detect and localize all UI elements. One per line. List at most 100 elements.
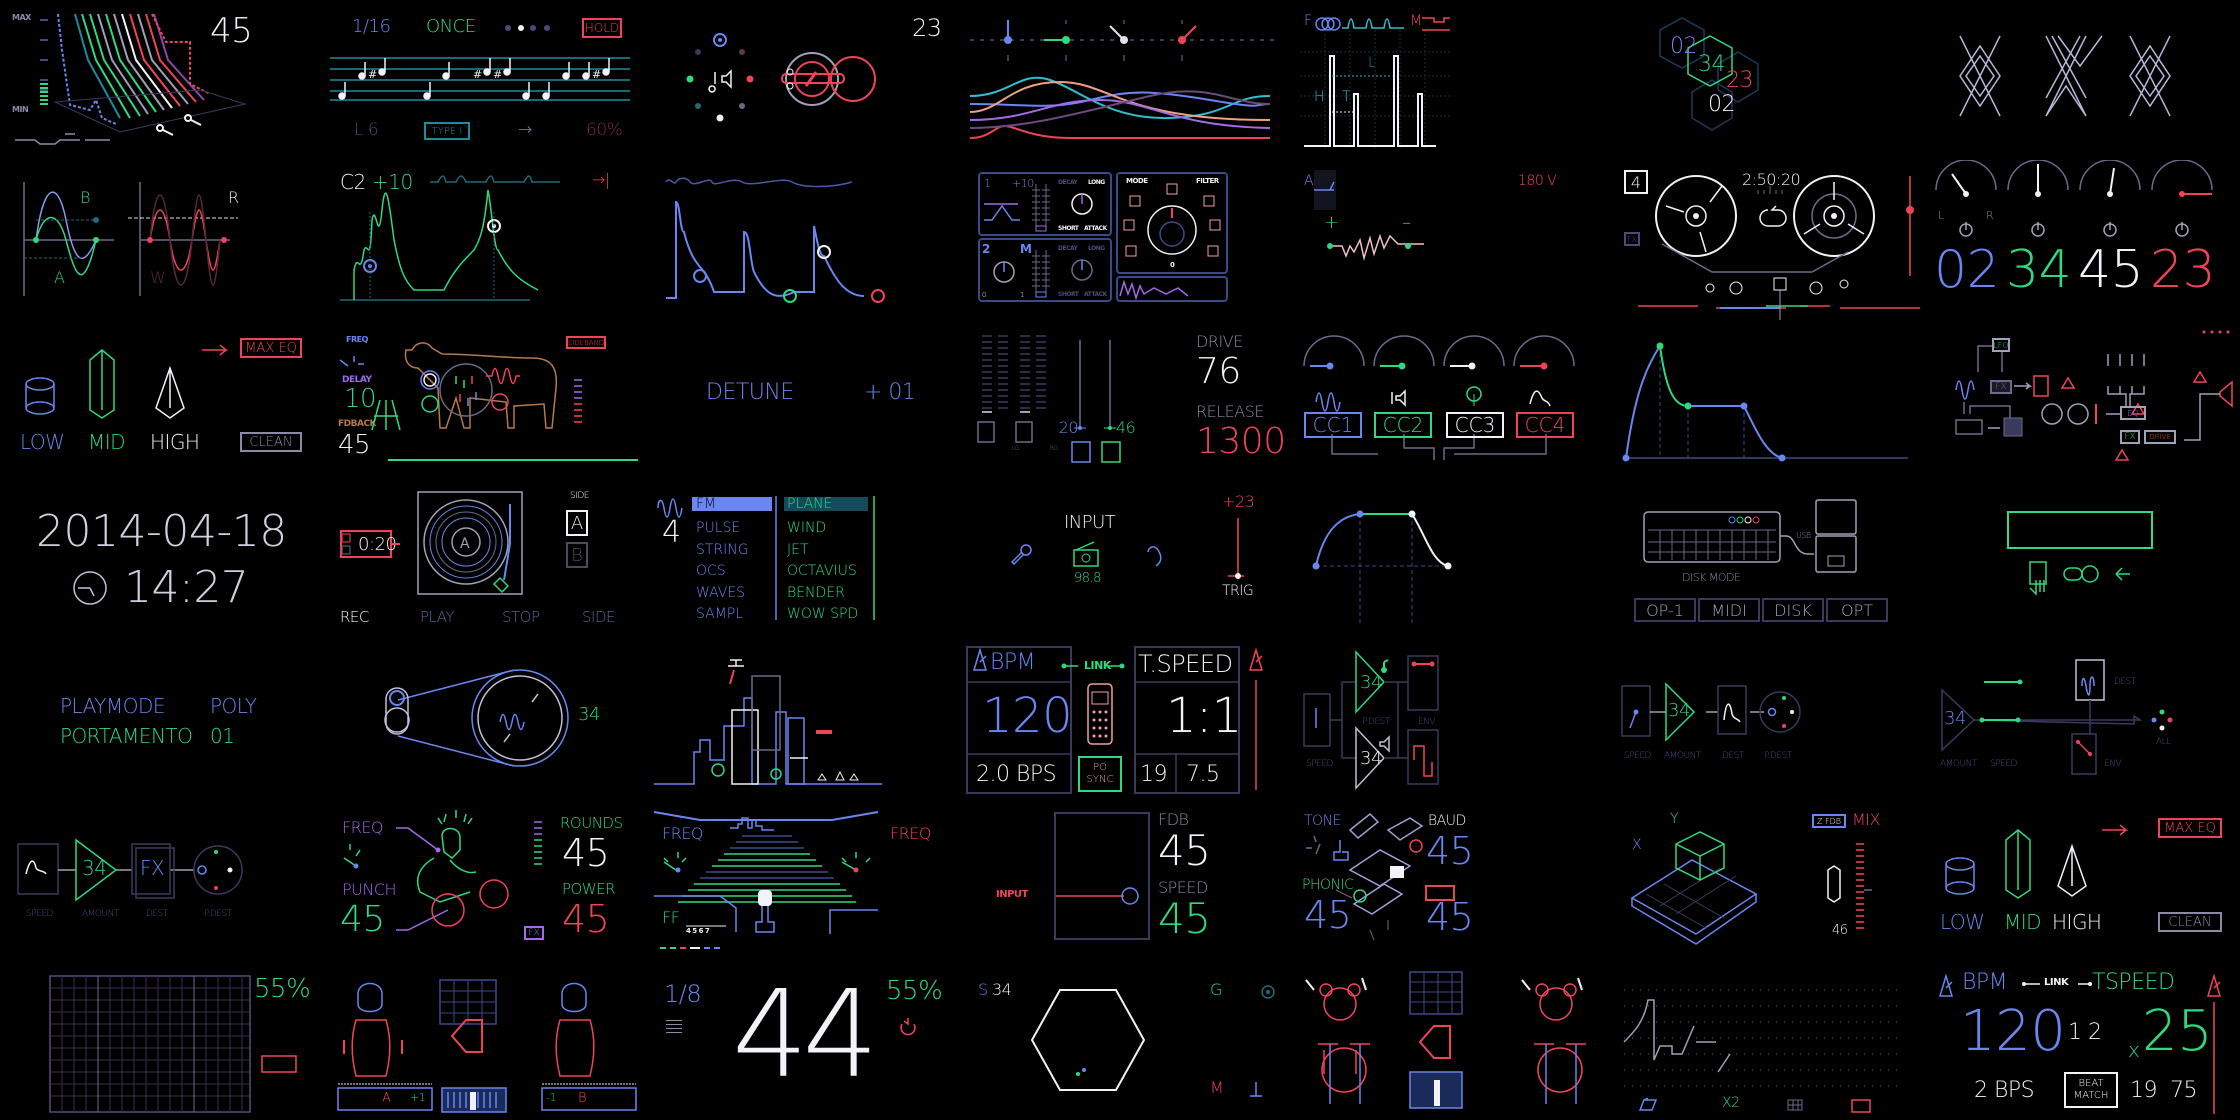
lfo-tree-tile[interactable]: 34 AMOUNT SPEED DEST ENV ALL	[1930, 640, 2240, 800]
engine-item-fm[interactable]: FM	[696, 496, 717, 512]
x2-button[interactable]: X2	[1722, 1095, 1740, 1111]
dual-amp-env-tile[interactable]: 34 34 SPEED P.DEST ENV	[1300, 640, 1620, 800]
lfo-box[interactable]: LFO	[1992, 338, 2010, 352]
cassette-insert-tile[interactable]	[1930, 480, 2240, 640]
tab-midi[interactable]: MIDI	[1698, 598, 1760, 622]
x-pattern-tile[interactable]	[1930, 0, 2240, 160]
po-sync-button[interactable]: PO SYNC	[1078, 756, 1122, 792]
waves-tile[interactable]: B A R W	[0, 160, 320, 320]
input-select-tile[interactable]: INPUT 98.8 +23 TRIG	[970, 480, 1290, 640]
adsr-envelope-tile[interactable]	[1610, 320, 1930, 480]
mid-label[interactable]: MID	[88, 430, 126, 454]
pulse-width-tile[interactable]: F M H T L	[1300, 0, 1620, 160]
drive-release-tile[interactable]: LG RG 20 46 DRIVE 76 RELEASE 1300	[970, 320, 1290, 480]
synth-engine-list-tile[interactable]: 4 FM PULSE STRING OCS WAVES SAMPL PLANE …	[650, 480, 970, 640]
high-label[interactable]: HIGH	[2052, 910, 2102, 934]
asr-curve-tile[interactable]	[1300, 480, 1620, 640]
step-grid-tile[interactable]: 55%	[0, 960, 320, 1120]
tab-op1[interactable]: OP-1	[1634, 598, 1696, 622]
preset-item-bender[interactable]: BENDER	[787, 584, 845, 601]
detune-tile[interactable]: DETUNE + 01	[660, 320, 980, 480]
side-button[interactable]: SIDE	[582, 608, 615, 626]
hex-cubes-tile[interactable]: 02 34 02 23	[1630, 0, 1950, 160]
shape-editor-tile[interactable]: X2	[1620, 960, 1940, 1120]
sequencer-tile[interactable]: 1/16 ONCE HOLD #### L 6 TYPE I → 60%	[330, 0, 650, 160]
playmode-tile[interactable]: PLAYMODE POLY PORTAMENTO 01	[0, 640, 320, 800]
low-label[interactable]: LOW	[20, 430, 65, 454]
fx-box[interactable]: FX	[1990, 380, 2012, 394]
lfo-wave-panel[interactable]	[1116, 276, 1228, 302]
spectrum-tile[interactable]: MAX MIN 45	[0, 0, 320, 160]
disk-mode-tile[interactable]: USB DISK MODE OP-1 MIDI DISK OPT	[1620, 480, 1940, 640]
fx-button[interactable]: FX	[1624, 232, 1640, 246]
direction-arrow-icon[interactable]: →	[518, 120, 532, 140]
dj-crossfade-tile[interactable]: A +1 -1 B	[330, 960, 650, 1120]
eq-tile-2[interactable]: LOW MID HIGH MAX EQ CLEAN	[1930, 800, 2240, 960]
rec-timer-box[interactable]	[340, 530, 392, 558]
preset-item-wind[interactable]: WIND	[787, 520, 827, 536]
engine-item-ocs[interactable]: OCS	[696, 563, 726, 579]
lfo-fx-chain-tile[interactable]: 34 FX SPEED AMOUNT DEST P.DEST	[0, 800, 320, 960]
end-marker-icon[interactable]: →|	[592, 170, 610, 189]
tab-disk[interactable]: DISK	[1762, 598, 1824, 622]
preset-item-jet[interactable]: JET	[787, 541, 809, 558]
max-eq-button[interactable]: MAX EQ	[2158, 818, 2222, 838]
tspeed-panel[interactable]	[1134, 646, 1240, 794]
sampler-tile[interactable]: C2 +10 →|	[330, 160, 650, 320]
cc1-button[interactable]: CC1	[1304, 412, 1362, 438]
engine-item-pulse[interactable]: PULSE	[696, 520, 741, 536]
road-driving-tile[interactable]: FREQ FREQ FF 4 5 6 7 R	[650, 800, 970, 960]
clock-curves-tile[interactable]	[970, 0, 1290, 160]
stop-button[interactable]: STOP	[502, 608, 540, 626]
trig-label[interactable]: TRIG	[1222, 583, 1254, 599]
tab-opt[interactable]: OPT	[1826, 598, 1888, 622]
playmode-value[interactable]: POLY	[210, 694, 257, 718]
cc-controls-tile[interactable]: CC1 CC2 CC3 CC4	[1300, 320, 1620, 480]
orbit-tile[interactable]: 23	[660, 0, 980, 160]
engine-item-sampl[interactable]: SAMPL	[696, 606, 744, 622]
engine-item-string[interactable]: STRING	[696, 541, 749, 558]
bpm-panel[interactable]	[966, 646, 1072, 794]
turntable-tile[interactable]: 0:20 A SIDE A B REC PLAY STOP SIDE	[330, 480, 650, 640]
portamento-value[interactable]: 01	[210, 724, 235, 748]
osc1-panel[interactable]	[978, 172, 1112, 236]
phone-modem-tile[interactable]: TONE PHONIC 45 BAUD 45 45	[1300, 800, 1620, 960]
filter-panel[interactable]	[1116, 172, 1228, 274]
bpm-link-tile-2[interactable]: BPM LINK TSPEED 120 1 2 x 25 2 BPS BEAT …	[1930, 960, 2240, 1120]
preset-item-plane[interactable]: PLANE	[787, 496, 833, 512]
cc4-button[interactable]: CC4	[1516, 412, 1574, 438]
high-label[interactable]: HIGH	[150, 430, 200, 454]
beat-match-button[interactable]: BEAT MATCH	[2064, 1072, 2118, 1108]
mid-label[interactable]: MID	[2004, 910, 2042, 934]
synth-panel-tile[interactable]: 1 +10 2 M DECAY LONG SHORT ATTACK DECAY …	[970, 160, 1290, 320]
link-label[interactable]: LINK	[2044, 977, 2069, 988]
side-a-button[interactable]: A	[566, 510, 588, 536]
eq-tile[interactable]: LOW MID HIGH MAX EQ CLEAN	[0, 320, 320, 480]
link-label[interactable]: LINK	[1084, 659, 1111, 672]
fx-green-box[interactable]: FX	[2120, 430, 2140, 444]
type-button[interactable]: TYPE I	[424, 122, 470, 140]
osc2-panel[interactable]	[978, 238, 1112, 302]
signal-routing-tile[interactable]: LFO FX EQ FX DRIVE	[1930, 320, 2240, 480]
detune-value[interactable]: + 01	[864, 380, 916, 405]
ekg-tile[interactable]: A 180 V + –	[1300, 160, 1620, 320]
preset-item-wow-spd[interactable]: WOW SPD	[787, 606, 859, 622]
cc3-button[interactable]: CC3	[1446, 412, 1504, 438]
tape-reel-tile[interactable]: 4 2:50:20 FX	[1620, 160, 1940, 320]
xyz-cube-tile[interactable]: Y X Z FDB MIX 46	[1620, 800, 1940, 960]
tempo-tile[interactable]: 1/8 44 55%	[650, 960, 970, 1120]
drum-monkeys-tile[interactable]	[1300, 960, 1620, 1120]
belt-drive-tile[interactable]: 34	[330, 640, 650, 800]
eq-box[interactable]: EQ	[2120, 406, 2146, 420]
mixer-tile[interactable]: L R 02 34 45 23	[1930, 160, 2240, 320]
side-b-button[interactable]: B	[566, 542, 588, 568]
hold-button[interactable]: HOLD	[582, 18, 622, 38]
hexagon-tile[interactable]: S 34 G M	[970, 960, 1290, 1120]
track-number[interactable]: 4	[1624, 170, 1648, 194]
cc2-button[interactable]: CC2	[1374, 412, 1432, 438]
fx-button[interactable]: FX	[524, 926, 544, 940]
low-label[interactable]: LOW	[1940, 910, 1985, 934]
boxer-tile[interactable]: FREQ PUNCH 45 ROUNDS 45 POWER 45 FX	[330, 800, 650, 960]
max-eq-button[interactable]: MAX EQ	[240, 338, 302, 358]
engine-item-waves[interactable]: WAVES	[696, 584, 746, 601]
